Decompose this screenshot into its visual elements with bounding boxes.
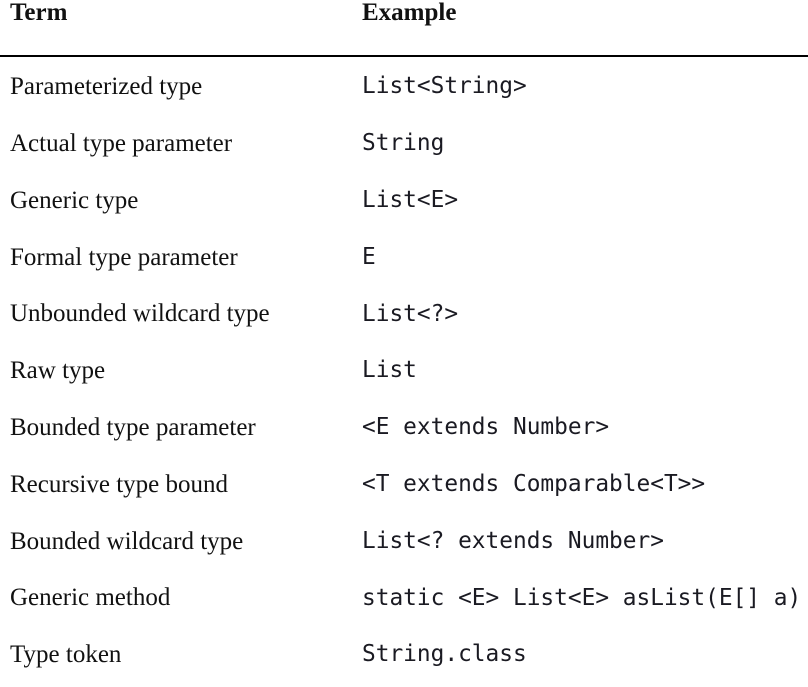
table-header-rule-row [0,52,808,59]
table-row: Type token String.class [0,627,808,684]
table-row: Unbounded wildcard type List<?> [0,286,808,343]
cell-term: Unbounded wildcard type [10,300,270,328]
cell-example: <T extends Comparable<T>> [362,471,706,498]
table-row: Generic method static <E> List<E> asList(… [0,570,808,627]
cell-example: List<String> [362,73,527,100]
table-row: Bounded wildcard type List<? extends Numb… [0,513,808,570]
cell-example: String.class [362,641,527,668]
header-rule-cell [0,52,808,59]
table-header-row: Term Example [0,0,808,52]
cell-example: static <E> List<E> asList(E[] a) [362,584,802,611]
cell-term: Bounded wildcard type [10,527,244,555]
table-header: Term Example [0,0,808,59]
cell-term: Generic type [10,186,139,214]
cell-example: List<?> [362,300,459,327]
table-row: Bounded type parameter <E extends Number> [0,400,808,457]
cell-term: Raw type [10,357,106,385]
cell-example: List<? extends Number> [362,527,664,554]
cell-term: Generic method [10,584,171,612]
column-header-term: Term [10,0,68,26]
cell-example: E [362,243,376,270]
header-divider-rule [0,54,808,57]
table-row: Recursive type bound <T extends Comparabl… [0,457,808,514]
column-header-example: Example [362,0,457,26]
cell-term: Type token [10,641,122,669]
table-row: Formal type parameter E [0,229,808,286]
cell-example: <E extends Number> [362,414,610,441]
cell-term: Recursive type bound [10,470,229,498]
cell-term: Formal type parameter [10,243,238,271]
cell-term: Actual type parameter [10,130,233,158]
cell-example: List [362,357,417,384]
cell-example: List<E> [362,187,459,214]
cell-term: Bounded type parameter [10,414,256,442]
table-row: Parameterized type List<String> [0,59,808,116]
table-row: Generic type List<E> [0,173,808,230]
table-body: Parameterized type List<String> Actual typ… [0,59,808,684]
table-row: Raw type List [0,343,808,400]
cell-term: Parameterized type [10,73,203,101]
cell-example: String [362,130,445,157]
table-row: Actual type parameter String [0,116,808,173]
